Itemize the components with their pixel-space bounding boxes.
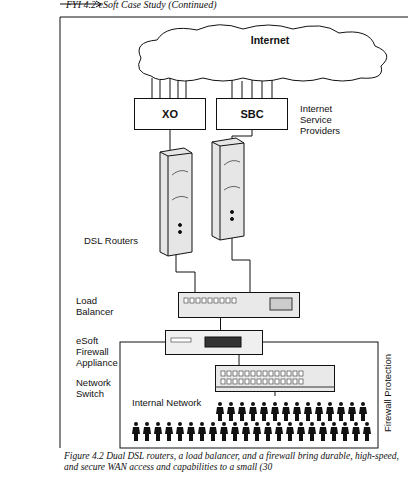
network-link [170,77,171,98]
person-icon [165,422,173,441]
device-label: Load Balancer [76,296,132,318]
person-icon [282,402,290,421]
internet-cloud-shape [133,22,407,80]
person-icon [209,422,217,441]
dsl-router [160,148,192,256]
node-label: XO [135,108,205,120]
router-wire [232,238,250,292]
figure-title: FYI 4.2 eSoft Case Study (Continued) [66,0,217,10]
person-icon [286,422,294,441]
firewall-protection-label: Firewall Protection [383,354,394,432]
person-icon [304,402,312,421]
network-switch-shape [215,365,335,392]
person-icon [143,422,151,441]
router-wire [170,130,171,150]
person-icon [216,402,224,421]
isp-box: SBC [216,98,288,130]
person-icon [154,422,162,441]
person-icon [271,402,279,421]
person-icon [187,422,195,441]
person-icon [231,422,239,441]
network-link [220,318,221,330]
load-balancer: Load Balancer [178,292,300,318]
firewall-appliance: eSoft Firewall Appliance [165,330,263,355]
person-icon [275,422,283,441]
person-icon [330,422,338,441]
person-icon [249,402,257,421]
person-icon [264,422,272,441]
device-label: Network Switch [76,378,132,400]
network-switch: Network Switch [215,365,335,392]
device-label: eSoft Firewall Appliance [76,336,132,369]
figure-caption: Figure 4.2 Dual DSL routers, a load bala… [64,451,404,474]
node-label: Internal Network [130,397,203,408]
person-icon [359,402,367,421]
node-label: SBC [217,108,287,120]
person-icon [348,402,356,421]
firewall-appliance-shape [165,330,263,355]
person-icon [341,422,349,441]
router-label: DSL Routers [84,236,140,247]
firewall-protection-loop [120,342,378,448]
person-icon [220,422,228,441]
person-icon [326,402,334,421]
person-icon [337,402,345,421]
person-icon [352,422,360,441]
load-balancer-shape [178,292,300,318]
isp-box: XO [134,98,206,130]
person-icon [308,422,316,441]
node-label: Internet [133,34,407,46]
person-icon [176,422,184,441]
person-icon [253,422,261,441]
person-icon [242,422,250,441]
person-icon [293,402,301,421]
internal-network: Internal Network [124,396,372,445]
person-icon [132,422,140,441]
figure-frame [60,17,408,448]
person-icon [319,422,327,441]
person-icon [238,402,246,421]
person-icon [198,422,206,441]
person-icon [363,422,371,441]
router-wire [176,252,195,292]
isp-label: Internet Service Providers [300,104,362,137]
person-icon [227,402,235,421]
person-icon [297,422,305,441]
person-icon [260,402,268,421]
person-icon [315,402,323,421]
internet-cloud: Internet [133,22,407,80]
dsl-router [212,138,244,240]
network-link [239,355,240,365]
